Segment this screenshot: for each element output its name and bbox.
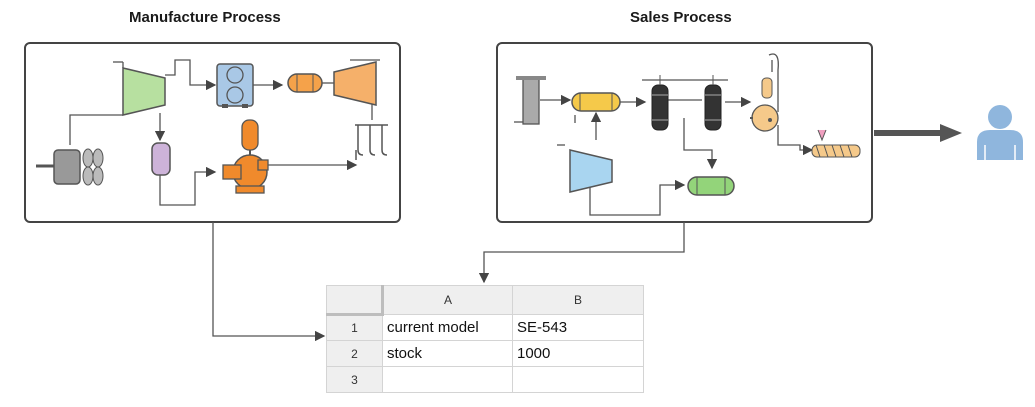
furnace-icon (514, 76, 546, 125)
yellow-tank-icon (571, 92, 621, 112)
sales-compressor-icon (569, 149, 613, 193)
row-header-3[interactable]: 3 (326, 366, 383, 393)
column-header-a[interactable]: A (382, 285, 513, 315)
spreadsheet: A B 1 current model SE-543 2 stock 1000 … (326, 285, 644, 393)
sales-process-title: Sales Process (630, 9, 732, 26)
row-header-2[interactable]: 2 (326, 340, 383, 367)
hooks-icon (355, 124, 388, 160)
column-one-icon (651, 75, 669, 131)
manufacture-process-title: Manufacture Process (129, 9, 281, 26)
user-icon (977, 105, 1023, 160)
column-header-b[interactable]: B (512, 285, 644, 315)
kettle-icon (750, 77, 779, 132)
filter-tank-icon (151, 142, 171, 176)
pump-icon (222, 119, 269, 194)
sheet-connectors (212, 222, 685, 342)
cell-b2[interactable]: 1000 (512, 340, 644, 367)
sales-flow-lines (540, 53, 814, 216)
heat-exchanger-icon (287, 73, 323, 93)
green-tank-icon (687, 176, 735, 196)
cell-b3[interactable] (512, 366, 644, 393)
compressor-icon (113, 61, 166, 116)
cell-a2[interactable]: stock (382, 340, 513, 367)
screw-conveyor-icon (811, 129, 861, 158)
cell-b1[interactable]: SE-543 (512, 314, 644, 341)
row-header-1[interactable]: 1 (326, 314, 383, 341)
cell-a3[interactable] (382, 366, 513, 393)
motor-fan-icon (36, 148, 104, 186)
blower-unit-icon (216, 63, 254, 108)
column-two-icon (704, 75, 722, 131)
turbine-icon (333, 59, 380, 106)
sheet-corner[interactable] (326, 285, 384, 316)
output-arrow (874, 124, 962, 142)
cell-a1[interactable]: current model (382, 314, 513, 341)
